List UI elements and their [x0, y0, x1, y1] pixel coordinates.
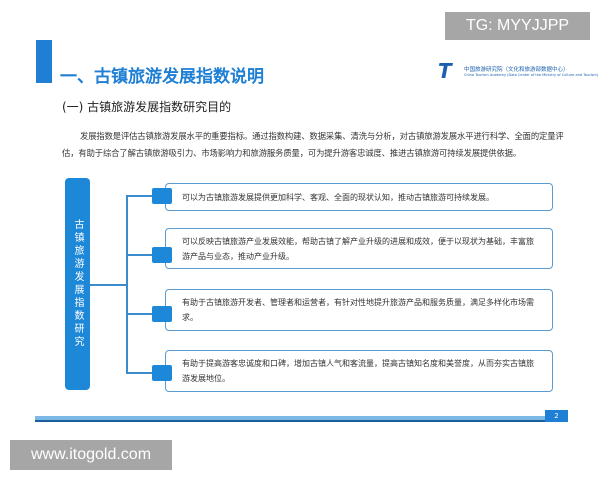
- section-subtitle: (一) 古镇旅游发展指数研究目的: [62, 100, 232, 114]
- connector-trunk: [126, 195, 128, 373]
- connector: [126, 372, 156, 374]
- diagram-root: 古镇旅游发展指数研究: [65, 178, 90, 390]
- bullet-square-icon: [152, 365, 172, 381]
- diagram-item-text: 可以为古镇旅游发展提供更加科学、客观、全面的现状认知，推动古镇旅游可持续发展。: [182, 192, 494, 202]
- watermark-bottom: www.itogold.com: [10, 440, 172, 470]
- footer-divider: [35, 416, 545, 422]
- logo: T 中国旅游研究院（文化和旅游部数据中心）China Tourism Acade…: [438, 60, 598, 82]
- diagram-item-text: 有助于提高游客忠诚度和口碑，增加古镇人气和客流量，提高古镇知名度和美誉度，从而夯…: [182, 359, 534, 383]
- connector: [126, 313, 156, 315]
- watermark-top: TG: MYYJJPP: [445, 12, 590, 40]
- page-title: 一、古镇旅游发展指数说明: [60, 67, 264, 87]
- title-accent-bar: [36, 40, 52, 83]
- connector: [90, 284, 127, 286]
- diagram-item: 可以反映古镇旅游产业发展效能，帮助古镇了解产业升级的进展和成效，便于以现状为基础…: [165, 228, 553, 269]
- logo-text-en: China Tourism Academy (Data Center of th…: [464, 73, 599, 77]
- connector: [126, 254, 156, 256]
- logo-icon: T: [438, 59, 452, 83]
- bullet-square-icon: [152, 188, 172, 204]
- page-number: 2: [545, 410, 568, 422]
- diagram-item: 可以为古镇旅游发展提供更加科学、客观、全面的现状认知，推动古镇旅游可持续发展。: [165, 183, 553, 211]
- logo-text-cn: 中国旅游研究院（文化和旅游部数据中心）: [464, 67, 569, 73]
- diagram-item: 有助于古镇旅游开发者、管理者和运营者，有针对性地提升旅游产品和服务质量，满足多样…: [165, 289, 553, 331]
- bullet-square-icon: [152, 247, 172, 263]
- intro-paragraph: 发展指数是评估古镇旅游发展水平的重要指标。通过指数构建、数据采集、清洗与分析，对…: [62, 131, 564, 158]
- bullet-square-icon: [152, 306, 172, 322]
- diagram-root-label: 古镇旅游发展指数研究: [72, 219, 83, 349]
- diagram-item-text: 有助于古镇旅游开发者、管理者和运营者，有针对性地提升旅游产品和服务质量，满足多样…: [182, 298, 534, 322]
- diagram-item-text: 可以反映古镇旅游产业发展效能，帮助古镇了解产业升级的进展和成效，便于以现状为基础…: [182, 236, 534, 261]
- diagram-item: 有助于提高游客忠诚度和口碑，增加古镇人气和客流量，提高古镇知名度和美誉度，从而夯…: [165, 350, 553, 392]
- connector: [126, 195, 156, 197]
